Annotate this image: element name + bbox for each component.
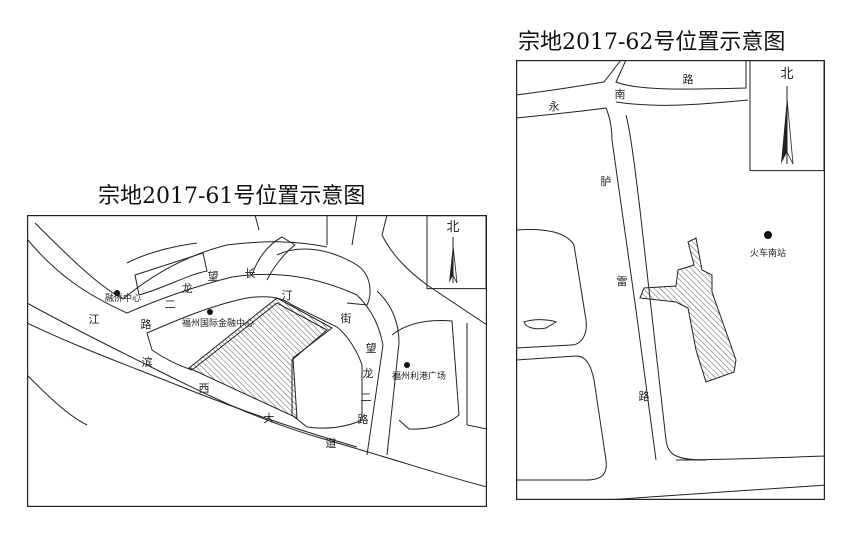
road-char: 雷 (617, 275, 628, 288)
map-62-title: 宗地2017-62号位置示意图 (518, 30, 786, 55)
map-62: 北 火车南站 永 南 路 胪 雷 路 (516, 60, 825, 500)
road-char: 道 (326, 436, 337, 450)
map-61-north-arrow: 北 (426, 215, 487, 290)
north-label: 北 (780, 67, 793, 82)
road-char: 龙 (363, 367, 374, 380)
place-ifc: 福州国际金融中心 (182, 317, 254, 329)
road-char: 滨 (142, 355, 153, 369)
map-61-frame (27, 215, 487, 507)
road-char: 龙 (182, 282, 193, 295)
road-char: 江 (89, 313, 100, 326)
road-char: 望 (366, 342, 377, 355)
place-marker (764, 231, 772, 239)
road-char: 二 (165, 298, 176, 311)
map-62-frame (516, 60, 825, 500)
place-marker (114, 290, 120, 296)
road-char: 望 (208, 270, 219, 283)
map-61-title: 宗地2017-61号位置示意图 (98, 184, 366, 209)
place-marker (207, 309, 213, 315)
road-char: 永 (549, 99, 560, 113)
road-char: 胪 (601, 175, 612, 188)
road-char: 汀 (282, 289, 293, 302)
road-char: 长 (245, 267, 256, 280)
road-char: 路 (639, 390, 650, 403)
road-char: 路 (683, 73, 694, 86)
map-61-road-labels: 江 二 路 滨 西 大 道 望 龙 长 汀 街 望 龙 二 路 (89, 267, 377, 450)
map-61-roads (27, 215, 487, 488)
parcel-62 (639, 237, 737, 383)
road-char: 街 (341, 311, 352, 325)
map-62-roads (516, 60, 825, 500)
place-marker (404, 362, 410, 368)
place-station: 火车南站 (750, 247, 786, 259)
place-wanda: 福州利港广场 (392, 370, 446, 382)
road-char: 西 (199, 382, 210, 395)
road-char: 大 (264, 411, 275, 425)
map-62-north-arrow: 北 (749, 60, 825, 172)
road-char: 南 (615, 88, 626, 101)
road-char: 路 (358, 413, 369, 426)
map-62-places: 火车南站 (750, 231, 786, 259)
map-62-road-labels: 永 南 路 胪 雷 路 (549, 73, 694, 403)
place-rongqiao: 融侨中心 (105, 292, 141, 304)
map-61-places: 融侨中心 福州国际金融中心 福州利港广场 (105, 290, 446, 382)
road-char: 路 (141, 318, 152, 331)
road-char: 二 (361, 391, 372, 404)
north-label: 北 (446, 220, 459, 235)
map-61: 北 融侨中心 福州国际金融中心 福州利港广场 江 二 路 滨 西 大 道 望 龙… (27, 215, 487, 507)
